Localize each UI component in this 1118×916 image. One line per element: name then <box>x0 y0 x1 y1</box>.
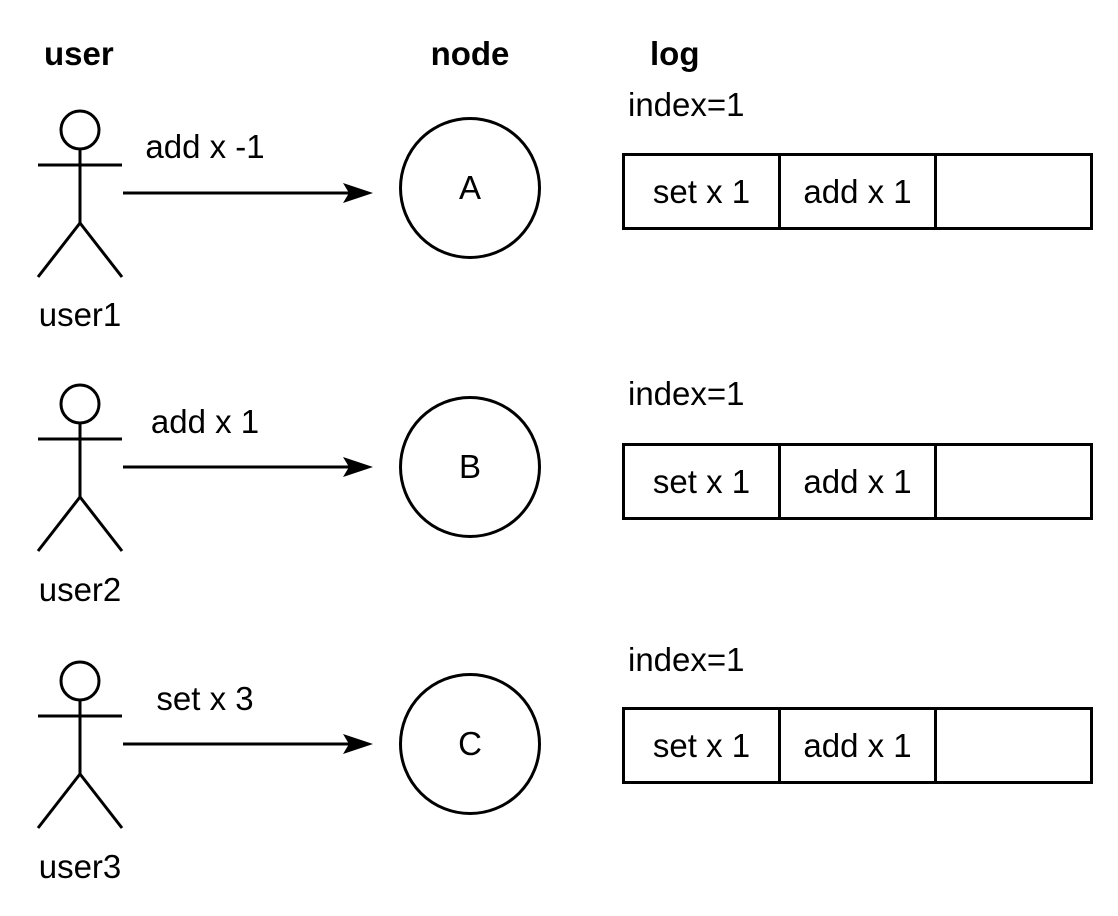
node-label: C <box>458 725 482 762</box>
log-cell-empty <box>937 446 1090 517</box>
node-circle: B <box>399 396 541 538</box>
message-arrow-icon <box>123 183 373 203</box>
node-label: A <box>458 169 481 206</box>
message-label: set x 3 <box>156 680 254 717</box>
column-header-node: node <box>430 35 510 72</box>
log-cell: set x 1 <box>625 156 781 227</box>
column-header-user: user <box>44 35 114 72</box>
message-arrow-icon <box>123 457 373 477</box>
column-header-log: log <box>650 35 700 72</box>
message-label: add x 1 <box>150 403 260 440</box>
stick-figure-icon <box>36 660 124 829</box>
user-label: user1 <box>38 296 122 333</box>
message-arrow-icon <box>123 734 373 754</box>
log-table: set x 1 add x 1 <box>622 707 1093 784</box>
log-cell: set x 1 <box>625 446 781 517</box>
node-circle: A <box>399 117 541 259</box>
stick-figure-icon <box>36 383 124 552</box>
log-cell: set x 1 <box>625 710 781 781</box>
log-cell-empty <box>937 710 1090 781</box>
node-label: B <box>458 448 481 485</box>
log-table: set x 1 add x 1 <box>622 153 1093 230</box>
log-cell: add x 1 <box>781 156 937 227</box>
log-cell-empty <box>937 156 1090 227</box>
user-label: user2 <box>38 571 122 608</box>
log-cell: add x 1 <box>781 710 937 781</box>
message-label: add x -1 <box>145 128 265 165</box>
log-table: set x 1 add x 1 <box>622 443 1093 520</box>
node-circle: C <box>399 673 541 815</box>
user-label: user3 <box>38 848 122 885</box>
log-index-label: index=1 <box>628 641 745 678</box>
log-index-label: index=1 <box>628 86 745 123</box>
log-cell: add x 1 <box>781 446 937 517</box>
log-index-label: index=1 <box>628 375 745 412</box>
stick-figure-icon <box>36 109 124 278</box>
